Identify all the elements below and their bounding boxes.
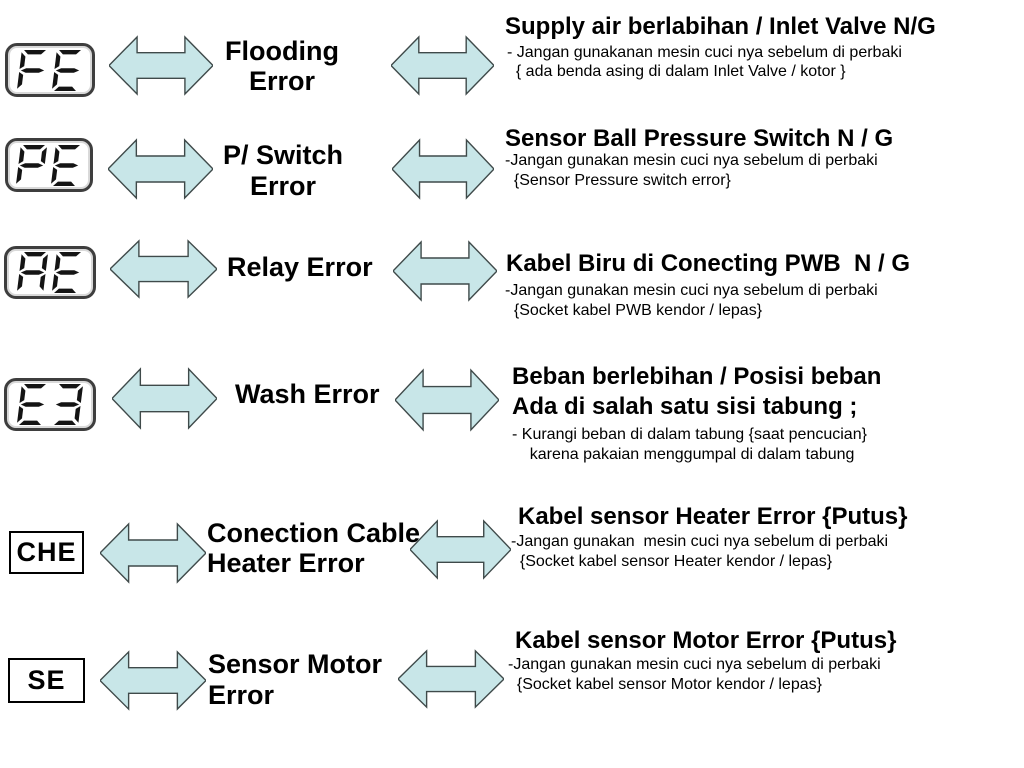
error-notes: - Kurangi beban di dalam tabung {saat pe… (512, 425, 867, 465)
error-title: Kabel sensor Motor Error {Putus} (515, 628, 896, 654)
error-name: Relay Error (227, 253, 377, 282)
name-line: Heater Error (207, 548, 365, 578)
desc-line: -Jangan gunakan mesin cuci nya sebelum d… (508, 656, 881, 673)
desc-line: {Sensor Pressure switch error} (505, 172, 731, 189)
title-line: Kabel sensor Heater Error {Putus} (518, 503, 908, 530)
segment-digit (17, 384, 46, 425)
desc-line: - Jangan gunakanan mesin cuci nya sebelu… (507, 44, 902, 61)
title-line: Kabel Biru di Conecting PWB N / G (506, 250, 911, 277)
segment-digit (16, 144, 47, 184)
desc-line: -Jangan gunakan mesin cuci nya sebelum d… (505, 152, 878, 169)
error-title: Supply air berlabihan / Inlet Valve N/G (505, 13, 936, 40)
segment-digit (54, 384, 83, 425)
title-line: Ada di salah satu sisi tabung ; (512, 393, 858, 420)
double-arrow-icon (391, 34, 494, 97)
name-line: Conection Cable (207, 518, 421, 548)
double-arrow-icon (410, 518, 511, 581)
error-code-display: SE (8, 658, 85, 703)
error-code-display (5, 43, 95, 97)
double-arrow-icon (100, 521, 206, 585)
error-title: Kabel Biru di Conecting PWB N / G (506, 250, 910, 277)
segment-digit (17, 252, 48, 291)
segment-digit (52, 49, 81, 91)
desc-line: karena pakaian menggumpal di dalam tabun… (512, 446, 855, 463)
name-line: Error (208, 680, 275, 710)
error-name: Wash Error (235, 380, 385, 409)
desc-line: -Jangan gunakan mesin cuci nya sebelum d… (505, 282, 878, 299)
error-title: Sensor Ball Pressure Switch N / G (505, 125, 893, 152)
double-arrow-icon (112, 366, 217, 431)
desc-line: { ada benda asing di dalam Inlet Valve /… (507, 63, 846, 80)
double-arrow-icon (109, 34, 213, 97)
name-line: Error (248, 66, 316, 96)
name-line: Relay Error (227, 252, 373, 282)
double-arrow-icon (392, 137, 494, 201)
segment-digit (52, 252, 81, 293)
error-notes: - Jangan gunakanan mesin cuci nya sebelu… (507, 43, 902, 81)
title-line: Supply air berlabihan / Inlet Valve N/G (505, 13, 936, 40)
name-line: Sensor Motor (208, 649, 383, 679)
double-arrow-icon (398, 648, 504, 710)
error-code-display (4, 378, 96, 431)
desc-line: {Socket kabel PWB kendor / lepas} (505, 302, 763, 319)
error-code-display (5, 138, 93, 192)
name-line: Flooding (225, 36, 339, 66)
error-code-display (4, 246, 96, 299)
double-arrow-icon (393, 239, 497, 303)
title-line: Kabel sensor Motor Error {Putus} (515, 627, 897, 654)
error-notes: -Jangan gunakan mesin cuci nya sebelum d… (505, 151, 878, 191)
double-arrow-icon (100, 649, 206, 712)
double-arrow-icon (108, 137, 213, 201)
double-arrow-icon (110, 238, 217, 300)
double-arrow-icon (395, 367, 499, 433)
title-line: Sensor Ball Pressure Switch N / G (505, 125, 894, 152)
desc-line: - Kurangi beban di dalam tabung {saat pe… (512, 426, 867, 443)
error-code-display: CHE (9, 531, 84, 574)
desc-line: -Jangan gunakan mesin cuci nya sebelum d… (511, 533, 889, 550)
name-line: Error (249, 171, 317, 201)
error-notes: -Jangan gunakan mesin cuci nya sebelum d… (511, 532, 888, 572)
error-title: Kabel sensor Heater Error {Putus} (518, 504, 907, 530)
desc-line: {Socket kabel sensor Heater kendor / lep… (511, 553, 833, 570)
error-notes: -Jangan gunakan mesin cuci nya sebelum d… (505, 281, 878, 321)
segment-digit (51, 144, 80, 186)
name-line: P/ Switch (222, 140, 344, 170)
segment-digit (17, 49, 46, 89)
error-notes: -Jangan gunakan mesin cuci nya sebelum d… (508, 655, 881, 695)
title-line: Beban berlebihan / Posisi beban (512, 363, 882, 390)
desc-line: {Socket kabel sensor Motor kendor / lepa… (508, 676, 822, 693)
name-line: Wash Error (235, 379, 380, 409)
